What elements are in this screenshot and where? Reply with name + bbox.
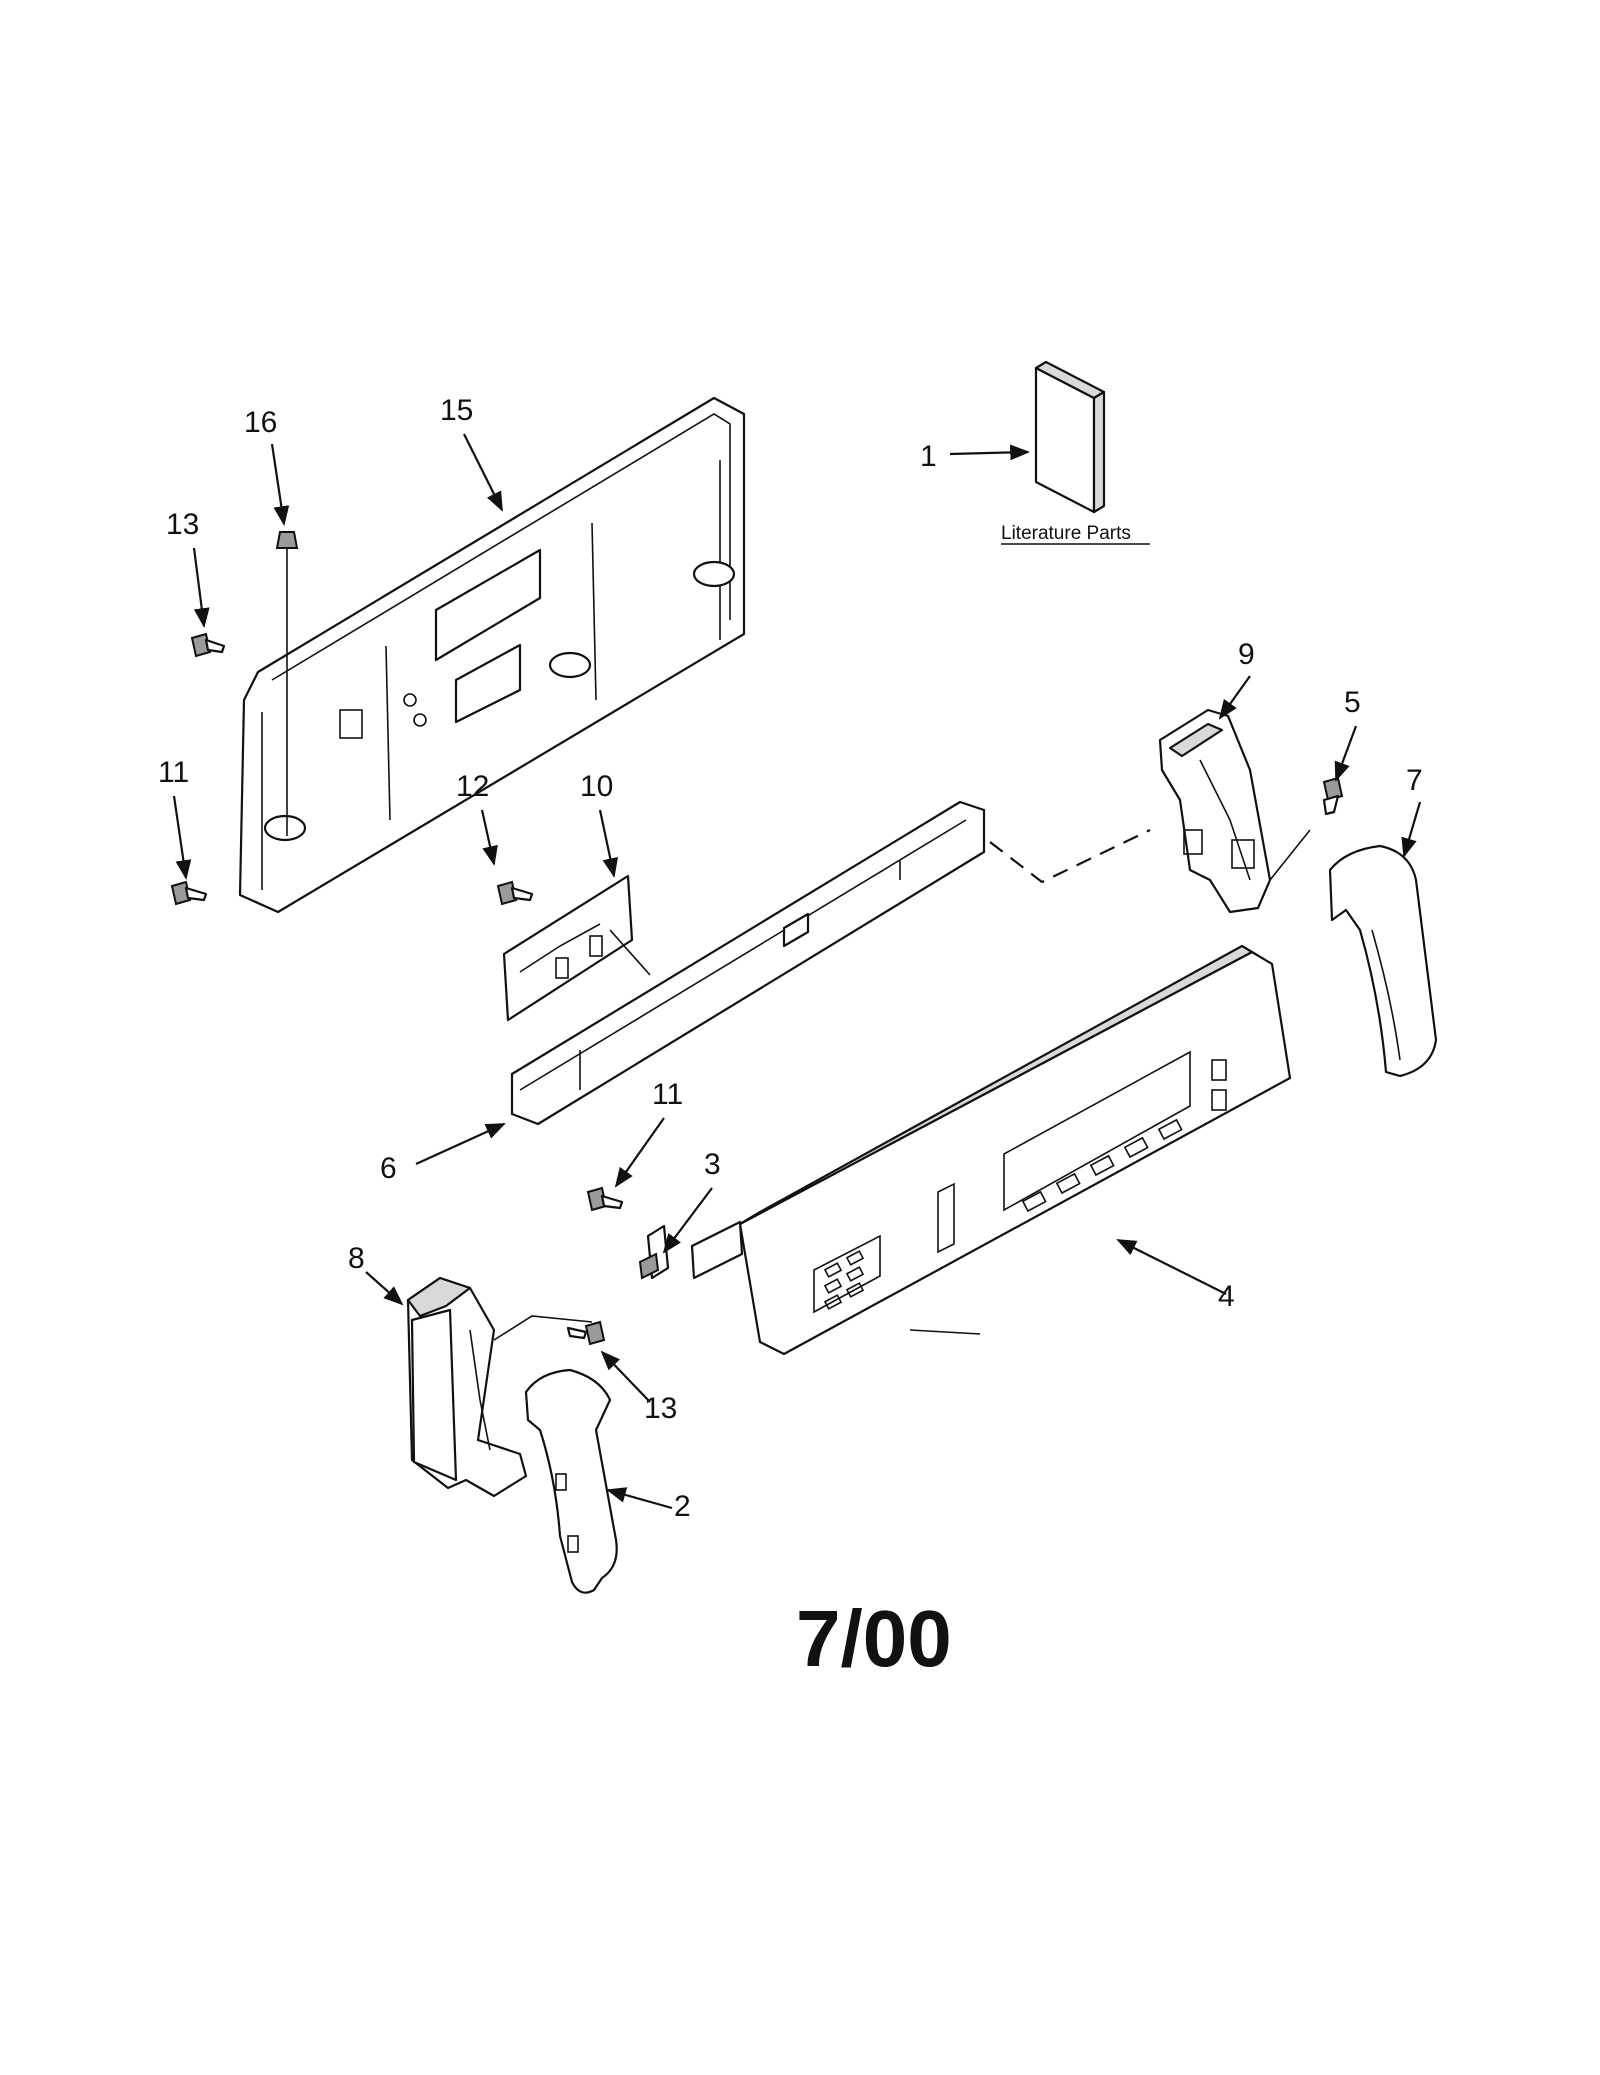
- end-cap-part-7: [1328, 844, 1438, 1078]
- screw-part-13-upper: [190, 632, 226, 658]
- callout-6: 6: [380, 1152, 397, 1185]
- end-cap-part-2: [524, 1368, 618, 1594]
- literature-booklet-part-1: [1034, 360, 1106, 514]
- callout-7: 7: [1406, 764, 1423, 797]
- callout-8: 8: [348, 1242, 365, 1275]
- callout-5: 5: [1344, 686, 1361, 719]
- callout-1: 1: [920, 440, 937, 473]
- callout-3: 3: [704, 1148, 721, 1181]
- callout-labels: 1 2 3 4 5 6 7 8 9 10 11 11 12 13 13 15 1…: [158, 394, 1423, 1523]
- callout-leaders: [172, 433, 1422, 1510]
- callout-10: 10: [580, 770, 613, 803]
- callout-13-upper: 13: [166, 508, 199, 541]
- callout-13-lower: 13: [644, 1392, 677, 1425]
- screw-part-5: [1322, 776, 1344, 816]
- screw-part-16: [275, 531, 299, 836]
- rail-bracket-part-6: [510, 800, 986, 1126]
- assembly-dash-line: [989, 829, 1151, 884]
- revision-date: 7/00: [796, 1594, 952, 1683]
- callout-4: 4: [1218, 1280, 1235, 1313]
- rear-panel-part-15: [238, 396, 746, 914]
- callout-16: 16: [244, 406, 277, 439]
- callout-2: 2: [674, 1490, 691, 1523]
- callout-12: 12: [456, 770, 489, 803]
- callout-11-left: 11: [158, 756, 189, 789]
- screw-part-12: [496, 880, 534, 906]
- control-panel-part-4: [690, 944, 1292, 1356]
- callout-15: 15: [440, 394, 473, 427]
- end-bracket-part-8: [406, 1276, 593, 1498]
- literature-parts-label: Literature Parts: [1001, 523, 1131, 544]
- screw-part-13-lower: [566, 1320, 606, 1346]
- callout-11-lower: 11: [652, 1078, 683, 1111]
- end-bracket-part-9: [1158, 708, 1311, 914]
- callout-9: 9: [1238, 638, 1255, 671]
- clip-part-3: [638, 1224, 670, 1280]
- screw-part-11-lower: [586, 1186, 624, 1212]
- control-board-part-10: [502, 874, 651, 1022]
- screw-part-11-left: [170, 880, 208, 906]
